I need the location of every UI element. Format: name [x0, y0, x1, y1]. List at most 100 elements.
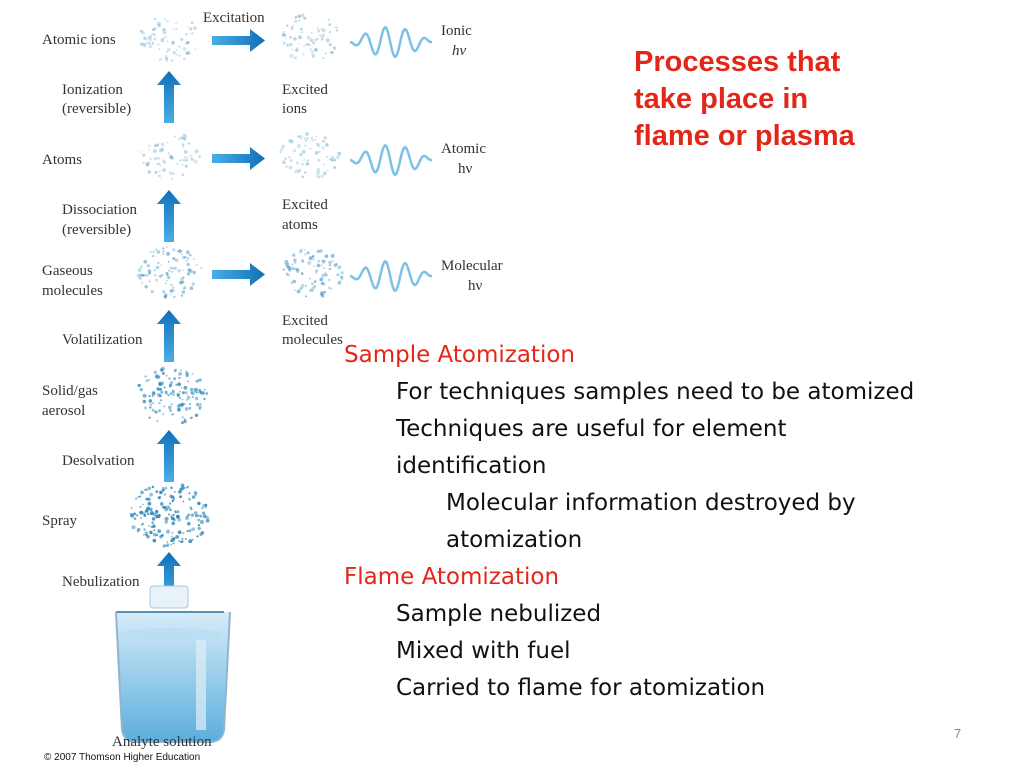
- sample-atomization-item-1: For techniques samples need to be atomiz…: [396, 379, 915, 405]
- particle: [169, 155, 173, 159]
- particle: [157, 375, 161, 379]
- particle: [156, 420, 159, 422]
- particle: [191, 416, 193, 419]
- particle: [157, 24, 161, 28]
- particle: [304, 284, 307, 287]
- particle: [189, 403, 192, 405]
- emission-molecular-label: Molecular: [441, 258, 503, 274]
- particle: [187, 142, 191, 145]
- particle: [164, 295, 167, 299]
- up-arrow-ionization: [157, 71, 181, 123]
- particle: [285, 262, 290, 267]
- particle: [305, 42, 309, 47]
- stage-label-analyte-solution: Analyte solution: [112, 734, 212, 750]
- particle: [287, 266, 290, 269]
- particle: [320, 281, 325, 286]
- particle: [185, 42, 188, 45]
- particle: [330, 158, 333, 162]
- particle: [172, 542, 175, 545]
- particle: [319, 34, 322, 37]
- particle: [319, 249, 323, 253]
- particle: [166, 529, 170, 534]
- particle: [170, 543, 173, 546]
- emission-wave: [349, 143, 433, 177]
- particle: [203, 388, 206, 391]
- particle: [294, 16, 297, 19]
- particle: [312, 285, 317, 289]
- particle: [311, 139, 315, 142]
- particle: [285, 165, 288, 168]
- particle: [181, 143, 185, 146]
- particle: [337, 151, 342, 156]
- particle: [183, 150, 188, 154]
- particle: [328, 43, 332, 47]
- particle: [147, 148, 150, 151]
- particle: [190, 387, 194, 392]
- particle: [298, 15, 301, 18]
- particle: [301, 162, 305, 166]
- particle: [330, 253, 335, 258]
- particle: [198, 378, 202, 382]
- particle: [326, 169, 329, 172]
- particle: [149, 507, 153, 512]
- particle: [148, 399, 153, 403]
- particle: [330, 287, 333, 290]
- particle: [174, 258, 179, 263]
- particle: [158, 409, 161, 413]
- particle: [289, 158, 293, 163]
- particle: [159, 388, 162, 392]
- particle: [147, 269, 152, 273]
- particle: [300, 283, 305, 288]
- particle: [298, 42, 301, 45]
- particle: [164, 486, 168, 490]
- particle: [177, 530, 182, 535]
- particle: [169, 289, 173, 293]
- particle: [155, 278, 159, 282]
- particle: [303, 159, 306, 162]
- particle: [183, 403, 186, 406]
- particle: [171, 413, 174, 416]
- particle: [145, 163, 150, 167]
- particle: [144, 43, 147, 46]
- particle: [299, 248, 304, 253]
- particle: [193, 491, 198, 495]
- particle: [298, 19, 301, 22]
- particle: [283, 33, 287, 37]
- particle: [149, 403, 153, 407]
- particle: [302, 53, 305, 56]
- particle: [191, 396, 194, 399]
- particle: [174, 27, 178, 31]
- particle: [335, 155, 340, 160]
- particle: [149, 34, 152, 37]
- particle: [287, 265, 292, 270]
- particle: [141, 31, 146, 35]
- particle: [162, 28, 166, 32]
- particle: [180, 386, 183, 389]
- particle: [144, 375, 147, 378]
- stage-label-desolvation: Desolvation: [62, 453, 135, 469]
- particle: [147, 497, 151, 501]
- particle: [168, 377, 171, 380]
- particle: [341, 279, 344, 281]
- particle: [175, 53, 178, 56]
- particle: [190, 391, 195, 396]
- particle: [202, 511, 206, 515]
- particle: [159, 274, 162, 278]
- particle: [146, 38, 149, 40]
- particle: [166, 40, 169, 43]
- particle: [197, 524, 200, 527]
- particle: [292, 253, 296, 257]
- emission-waves: [349, 25, 433, 293]
- particle: [185, 41, 189, 45]
- particle: [288, 139, 292, 143]
- particle: [330, 51, 334, 54]
- particle: [149, 513, 152, 515]
- particle: [165, 271, 169, 275]
- vertical-arrows: [157, 71, 181, 604]
- particle: [160, 502, 164, 506]
- up-arrow-dissociation: [157, 190, 181, 242]
- particle: [289, 42, 293, 47]
- particle: [158, 58, 162, 61]
- particle: [333, 46, 336, 49]
- particle: [281, 33, 286, 37]
